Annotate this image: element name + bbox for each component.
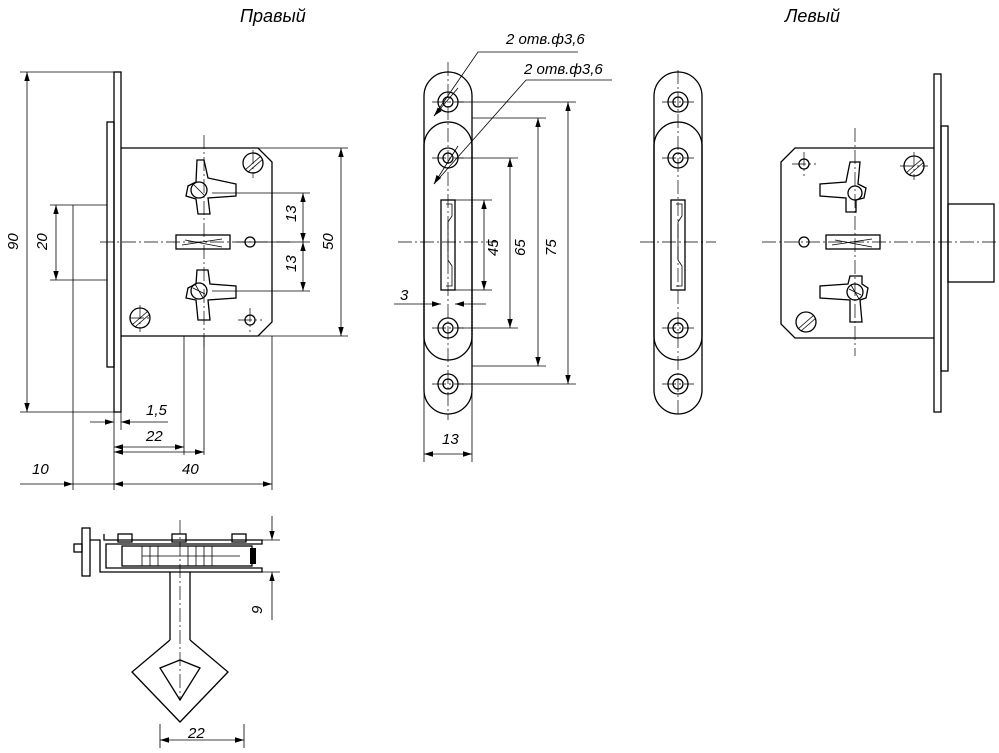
dim-holes-lower: 2 отв.ф3,6 [523, 61, 603, 78]
dim-10: 10 [32, 461, 49, 478]
dim-13-lower: 13 [283, 255, 300, 272]
right-lower-cam [185, 269, 237, 321]
dim-22-key: 22 [187, 725, 205, 742]
title-left: Левый [784, 6, 840, 26]
right-screw-top [242, 152, 264, 174]
strike-plate-left [640, 70, 716, 416]
left-lock-body [780, 147, 934, 339]
strike-slot [440, 199, 456, 291]
strike-dimensions [394, 51, 612, 462]
dim-40: 40 [182, 461, 199, 478]
dim-holes-upper: 2 отв.ф3,6 [505, 31, 585, 48]
right-dimensions [20, 71, 348, 490]
dim-90: 90 [5, 233, 22, 250]
left-lock-view [762, 73, 999, 413]
side-faceplate [81, 527, 91, 577]
right-latch-slot [175, 234, 231, 250]
dim-50: 50 [320, 233, 337, 250]
title-right: Правый [240, 6, 306, 26]
dim-3: 3 [400, 287, 409, 304]
dim-65: 65 [512, 239, 529, 256]
right-upper-cam [185, 159, 237, 215]
dim-9: 9 [249, 605, 266, 614]
dim-45: 45 [485, 239, 502, 256]
dim-20: 20 [34, 233, 51, 251]
dim-22: 22 [145, 428, 163, 445]
key-bow [131, 639, 229, 723]
strike-inner [423, 121, 473, 361]
dim-13-width: 13 [442, 431, 459, 448]
left-latch-housing [947, 203, 995, 283]
dim-13-upper: 13 [283, 205, 300, 222]
dim-1-5: 1,5 [146, 402, 168, 419]
right-forend [106, 121, 115, 368]
dim-75: 75 [543, 239, 560, 256]
side-view [73, 520, 263, 723]
left-faceplate [933, 73, 942, 413]
side-dimensions [159, 516, 280, 748]
left-forend [940, 125, 949, 372]
